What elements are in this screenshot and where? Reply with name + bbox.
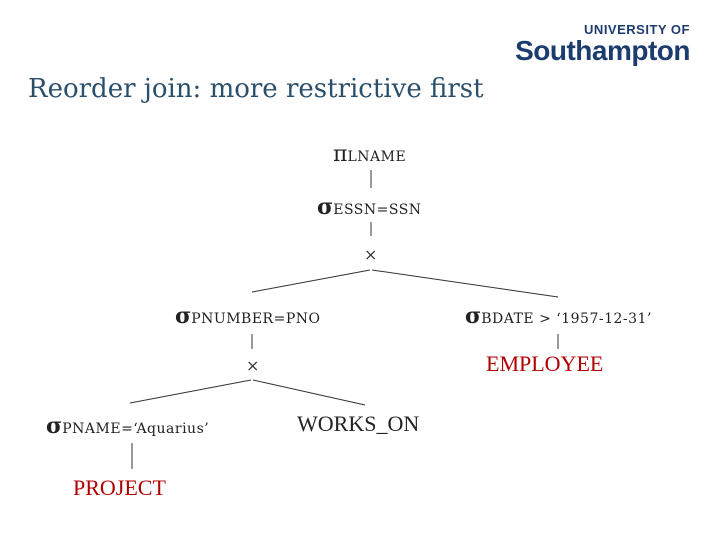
selection-condition: PNAME=‘Aquarius’ [62,421,210,437]
selection-condition: BDATE > ‘1957-12-31’ [481,311,652,327]
edge-join-right [371,269,559,298]
selection-condition: ESSN=SSN [333,202,422,218]
select-essn-node: σESSN=SSN [317,194,422,220]
selection-symbol: σ [317,194,334,220]
select-pname-node: σPNAME=‘Aquarius’ [46,413,209,439]
logo-top-text: UNIVERSITY OF [584,22,690,37]
logo-main-text: Southampton [515,35,690,66]
projection-symbol: π [333,142,348,167]
edge-join-left [251,269,371,293]
selection-condition: PNUMBER=PNO [191,311,321,327]
project-relation: PROJECT [73,475,166,500]
select-pnumber-node: σPNUMBER=PNO [175,303,320,329]
selection-symbol: σ [46,413,63,439]
university-logo: UNIVERSITY OF Southampton [515,22,690,65]
edge-inner-join-right [252,379,366,406]
edge-inner-join-left [129,379,252,404]
join-operator-inner: × [246,356,260,375]
selection-symbol: σ [465,303,482,329]
slide-title: Reorder join: more restrictive first [28,74,484,104]
root-projection-node: πLNAME [333,142,406,167]
select-bdate-node: σBDATE > ‘1957-12-31’ [465,303,652,329]
selection-symbol: σ [175,303,192,329]
employee-relation: EMPLOYEE [486,351,604,376]
projection-attribute: LNAME [347,149,407,165]
join-operator-top: × [364,245,378,264]
works-on-relation: WORKS_ON [297,411,420,436]
